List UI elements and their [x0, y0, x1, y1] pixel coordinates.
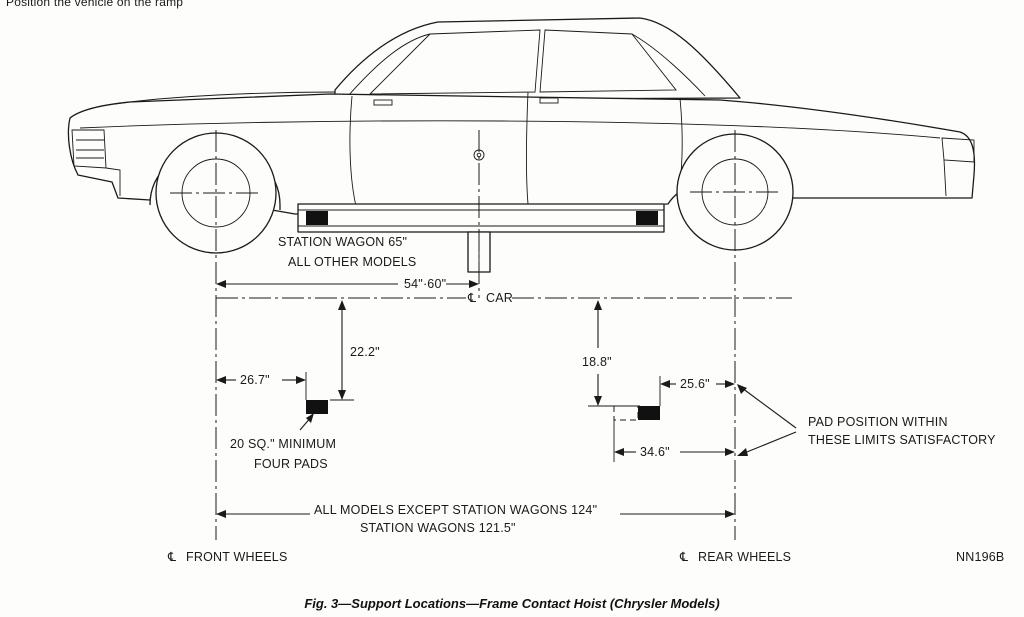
all-other-models-label: ALL OTHER MODELS	[288, 255, 416, 269]
wheelbase-line2: STATION WAGONS 121.5"	[360, 521, 516, 535]
rear-pad-alternate	[613, 405, 639, 421]
front-door-handle	[373, 99, 393, 106]
figure-code: NN196B	[956, 550, 1004, 564]
range-54-60-label: 54"·60"	[404, 277, 446, 291]
figure-caption: Fig. 3—Support Locations—Frame Contact H…	[304, 596, 719, 611]
pad-limits-line2: THESE LIMITS SATISFACTORY	[808, 433, 996, 447]
dim-22-2-label: 22.2"	[350, 345, 380, 359]
min-area-line2: FOUR PADS	[254, 457, 328, 471]
rear-wheels-label: REAR WHEELS	[698, 550, 791, 564]
wheelbase-line1: ALL MODELS EXCEPT STATION WAGONS 124"	[314, 503, 597, 517]
car-label: CAR	[486, 291, 513, 305]
front-window	[368, 29, 541, 95]
front-lift-pad	[306, 211, 328, 225]
cl-symbol-front: ℄	[167, 550, 176, 564]
front-pad-position	[306, 400, 328, 414]
dim-18-8-label: 18.8"	[582, 355, 612, 369]
rear-bumper	[941, 137, 975, 163]
cl-symbol-car: ℄	[467, 291, 476, 305]
car-side-view	[67, 17, 976, 273]
front-door-edge	[349, 95, 357, 207]
front-wheels-label: FRONT WHEELS	[186, 550, 288, 564]
station-wagon-label: STATION WAGON 65"	[278, 235, 407, 249]
rear-door-handle	[539, 97, 559, 104]
dim-34-6-label: 34.6"	[640, 445, 670, 459]
rear-pad-position	[638, 406, 660, 420]
dim-25-6-label: 25.6"	[680, 377, 710, 391]
header-fragment: Position the vehicle on the ramp	[6, 0, 183, 9]
dim-26-7-label: 26.7"	[240, 373, 270, 387]
rear-lift-pad	[636, 211, 658, 225]
frame-rail	[297, 203, 665, 233]
pad-limits-line1: PAD POSITION WITHIN	[808, 415, 948, 429]
cl-symbol-rear: ℄	[679, 550, 688, 564]
door-divider	[526, 91, 529, 205]
rear-window	[539, 29, 677, 93]
min-area-line1: 20 SQ." MINIMUM	[230, 437, 336, 451]
